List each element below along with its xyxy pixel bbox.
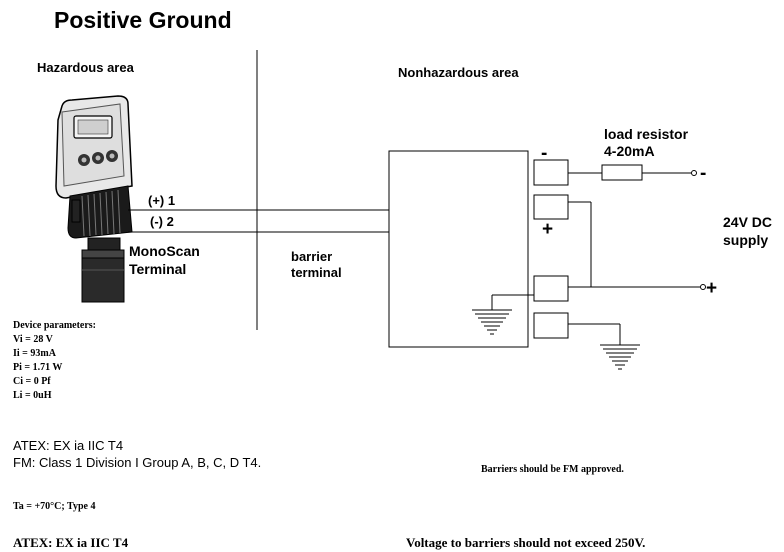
barrier-minus-sign: - <box>541 143 547 164</box>
parameter-ii: Ii = 93mA <box>13 348 57 359</box>
atex-cert-bold: ATEX: EX ia IIC T4 <box>13 535 129 550</box>
nonhazardous-area-label: Nonhazardous area <box>398 65 519 80</box>
ground-icon <box>600 344 640 370</box>
barrier-plus-sign: + <box>542 219 553 240</box>
barrier-terminal-1 <box>533 159 569 186</box>
load-current-label: 4-20mA <box>604 143 655 159</box>
device-parameters: Device parameters: Vi = 28 V Ii = 93mA P… <box>13 320 96 401</box>
ground-icon <box>472 309 512 335</box>
fm-approved-note: Barriers should be FM approved. <box>481 464 624 475</box>
hazardous-area-label: Hazardous area <box>37 60 135 75</box>
parameter-li: Li = 0uH <box>13 390 52 401</box>
monoscan-label: MonoScan <box>129 243 200 259</box>
fm-cert: FM: Class 1 Division I Group A, B, C, D … <box>13 455 261 470</box>
barrier-terminal-4 <box>533 312 569 339</box>
supply-voltage-label: 24V DC <box>723 214 772 230</box>
monoscan-terminal-label: Terminal <box>129 261 186 277</box>
barrier-terminal-2 <box>533 194 569 220</box>
supply-label: supply <box>723 232 768 248</box>
supply-plus-sign: + <box>706 278 717 299</box>
terminal-negative-label: (-) 2 <box>150 214 174 229</box>
load-resistor <box>601 164 643 181</box>
barrier-box <box>388 150 529 348</box>
parameters-heading: Device parameters: <box>13 320 96 331</box>
barrier-terminal-3 <box>533 275 569 302</box>
parameter-vi: Vi = 28 V <box>13 334 54 345</box>
parameter-pi: Pi = 1.71 W <box>13 362 62 373</box>
ambient-temp: Ta = +70°C; Type 4 <box>13 501 95 512</box>
barrier-label: barrier <box>291 249 332 264</box>
barrier-terminal-label: terminal <box>291 265 342 280</box>
supply-minus-sign: - <box>700 163 706 184</box>
parameter-ci: Ci = 0 Pf <box>13 376 51 387</box>
terminal-positive-label: (+) 1 <box>148 193 175 208</box>
load-resistor-label: load resistor <box>604 126 689 142</box>
ultrasonic-sensor-icon <box>55 95 133 303</box>
output-wiring <box>491 164 706 345</box>
voltage-note: Voltage to barriers should not exceed 25… <box>406 535 645 550</box>
atex-cert: ATEX: EX ia IIC T4 <box>13 438 123 453</box>
diagram-title: Positive Ground <box>54 7 232 33</box>
